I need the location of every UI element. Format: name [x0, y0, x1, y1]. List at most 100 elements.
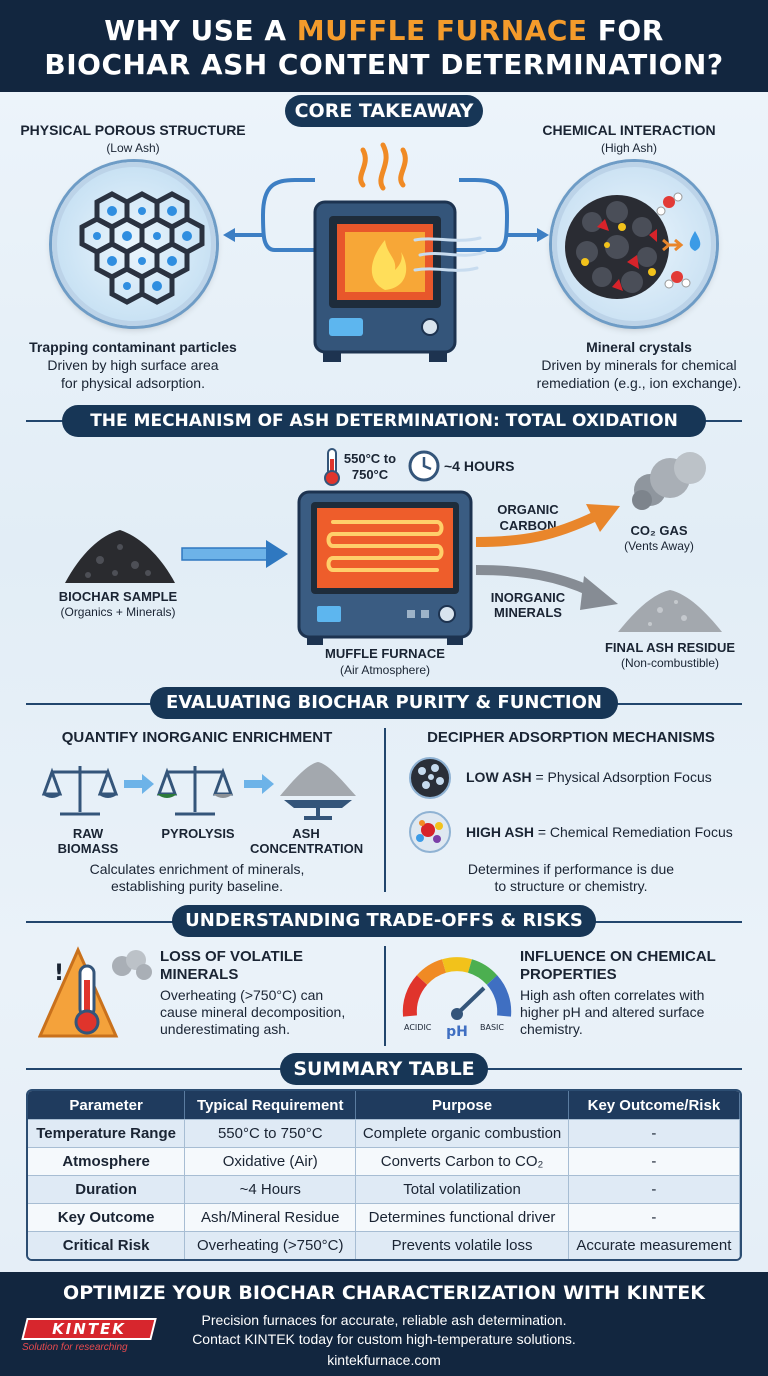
kintek-logo: KINTEK — [21, 1318, 157, 1340]
co2-gas-label: CO₂ GAS — [630, 523, 688, 538]
thermometer-icon — [324, 448, 340, 486]
page-footer: OPTIMIZE YOUR BIOCHAR CHARACTERIZATION W… — [0, 1272, 768, 1376]
temperature-line2: 750°C — [351, 467, 389, 482]
table-cell: Temperature Range — [28, 1119, 186, 1147]
page-header: WHY USE A MUFFLE FURNACE FOR BIOCHAR ASH… — [0, 0, 768, 92]
table-cell: Critical Risk — [28, 1231, 186, 1259]
footer-line1: Precision furnaces for accurate, reliabl… — [201, 1312, 567, 1328]
furnace-sub: (Air Atmosphere) — [339, 663, 431, 677]
organic-carbon-line2: CARBON — [499, 518, 557, 533]
core-right-caption-1: Driven by minerals for chemical — [541, 357, 737, 373]
table-header-cell: Key Outcome/Risk — [568, 1091, 740, 1119]
table-cell: - — [568, 1119, 740, 1147]
table-cell: Ash/Mineral Residue — [185, 1203, 357, 1231]
mineral-particle-icon — [565, 192, 701, 299]
table-cell: - — [568, 1203, 740, 1231]
ash-residue-pile-icon — [618, 590, 722, 632]
volatile-loss-text-1: Overheating (>750°C) can — [160, 987, 324, 1003]
table-cell: Overheating (>750°C) — [185, 1231, 357, 1259]
table-cell: ~4 Hours — [185, 1175, 357, 1203]
tradeoffs-title: UNDERSTANDING TRADE-OFFS & RISKS — [172, 905, 596, 937]
organic-carbon-line1: ORGANIC — [497, 502, 559, 517]
volatile-loss-text-2: cause mineral decomposition, — [160, 1004, 346, 1020]
co2-gas-cloud-icon — [632, 452, 706, 510]
summary-table: Parameter Typical Requirement Purpose Ke… — [26, 1089, 742, 1261]
table-cell: Complete organic combustion — [356, 1119, 569, 1147]
core-left-sub: (Low Ash) — [106, 141, 160, 155]
table-cell: 550°C to 750°C — [185, 1119, 357, 1147]
step-raw-biomass-line2: BIOMASS — [57, 841, 119, 856]
gauge-ph-label: pH — [446, 1024, 468, 1040]
table-row: Critical Risk Overheating (>750°C) Preve… — [28, 1231, 740, 1259]
table-row: Atmosphere Oxidative (Air) Converts Carb… — [28, 1147, 740, 1175]
footer-url[interactable]: kintekfurnace.com — [327, 1352, 441, 1368]
high-ash-label: HIGH ASH — [466, 824, 534, 840]
logo-tagline: Solution for researching — [22, 1342, 128, 1353]
inorganic-minerals-arrow-icon — [475, 565, 618, 610]
low-ash-text: = Physical Adsorption Focus — [531, 769, 712, 785]
enrichment-scales-illustration — [41, 762, 356, 820]
core-left-heading: PHYSICAL POROUS STRUCTURE — [20, 122, 246, 138]
table-cell: Key Outcome — [28, 1203, 186, 1231]
mechanisms-caption-1: Determines if performance is due — [467, 861, 675, 877]
enrichment-caption-2: establishing purity baseline. — [111, 878, 283, 894]
chemical-interaction-illustration — [552, 162, 716, 326]
chemical-influence-text-2: higher pH and altered surface — [520, 1004, 705, 1020]
step-ash-line2: CONCENTRATION — [250, 841, 364, 856]
core-left-caption-1: Driven by high surface area — [47, 357, 219, 373]
furnace-label: MUFFLE FURNACE — [325, 646, 445, 661]
volatile-loss-text-3: underestimating ash. — [160, 1021, 290, 1037]
low-ash-porous-icon — [409, 757, 451, 799]
table-header-cell: Purpose — [356, 1091, 569, 1119]
mechanism-furnace-illustration — [297, 490, 473, 645]
core-takeaway-title: CORE TAKEAWAY — [285, 95, 483, 127]
mechanisms-heading: DECIPHER ADSORPTION MECHANISMS — [427, 729, 715, 746]
chemical-influence-heading-2: PROPERTIES — [520, 966, 617, 983]
step-pyrolysis: PYROLYSIS — [161, 826, 235, 841]
ash-residue-label: FINAL ASH RESIDUE — [604, 640, 735, 655]
table-row: Duration ~4 Hours Total volatilization - — [28, 1175, 740, 1203]
table-cell: Atmosphere — [28, 1147, 186, 1175]
core-right-caption-2: remediation (e.g., ion exchange). — [536, 375, 742, 391]
table-cell: Converts Carbon to CO₂ — [356, 1147, 569, 1175]
column-divider — [384, 946, 386, 1046]
table-cell: Oxidative (Air) — [185, 1147, 357, 1175]
core-right-heading: CHEMICAL INTERACTION — [542, 122, 716, 138]
volatile-loss-heading-1: LOSS OF VOLATILE — [160, 948, 304, 965]
ash-residue-sub: (Non-combustible) — [620, 656, 720, 670]
inorganic-minerals-line2: MINERALS — [494, 605, 562, 620]
table-header-row: Parameter Typical Requirement Purpose Ke… — [28, 1091, 740, 1119]
table-header-cell: Typical Requirement — [185, 1091, 357, 1119]
table-cell: Duration — [28, 1175, 186, 1203]
chemical-influence-heading-1: INFLUENCE ON CHEMICAL — [520, 948, 716, 965]
title-part1: WHY USE A — [104, 14, 297, 47]
gauge-basic-label: BASIC — [480, 1023, 504, 1032]
mechanism-title: THE MECHANISM OF ASH DETERMINATION: TOTA… — [62, 405, 706, 437]
kintek-logo-text: KINTEK — [52, 1320, 126, 1338]
arrow-to-furnace-icon — [181, 540, 288, 568]
high-ash-text: = Chemical Remediation Focus — [533, 824, 733, 840]
low-ash-statement: LOW ASH = Physical Adsorption Focus — [466, 769, 756, 785]
core-left-caption-bold: Trapping contaminant particles — [29, 339, 237, 355]
high-ash-statement: HIGH ASH = Chemical Remediation Focus — [466, 824, 762, 840]
enrichment-heading: QUANTIFY INORGANIC ENRICHMENT — [61, 729, 333, 746]
table-cell: - — [568, 1147, 740, 1175]
chemical-influence-text-1: High ash often correlates with — [520, 987, 705, 1003]
chemical-influence-text-3: chemistry. — [520, 1021, 583, 1037]
low-ash-label: LOW ASH — [466, 769, 532, 785]
footer-line2: Contact KINTEK today for custom high-tem… — [192, 1331, 576, 1347]
page-title: WHY USE A MUFFLE FURNACE FOR BIOCHAR ASH… — [0, 0, 768, 82]
table-cell: - — [568, 1175, 740, 1203]
core-left-caption-2: for physical adsorption. — [61, 375, 205, 391]
ph-gauge-icon: pH ACIDIC BASIC — [402, 957, 512, 1040]
table-cell: Determines functional driver — [356, 1203, 569, 1231]
step-ash-line1: ASH — [292, 826, 320, 841]
enrichment-caption-1: Calculates enrichment of minerals, — [89, 861, 305, 877]
co2-gas-sub: (Vents Away) — [624, 539, 694, 553]
porous-network-icon — [79, 191, 205, 305]
overheating-warning-icon: ! — [38, 946, 152, 1038]
sample-sub: (Organics + Minerals) — [60, 605, 176, 619]
table-cell: Total volatilization — [356, 1175, 569, 1203]
porous-structure-illustration — [52, 162, 216, 326]
clock-icon — [408, 450, 440, 482]
